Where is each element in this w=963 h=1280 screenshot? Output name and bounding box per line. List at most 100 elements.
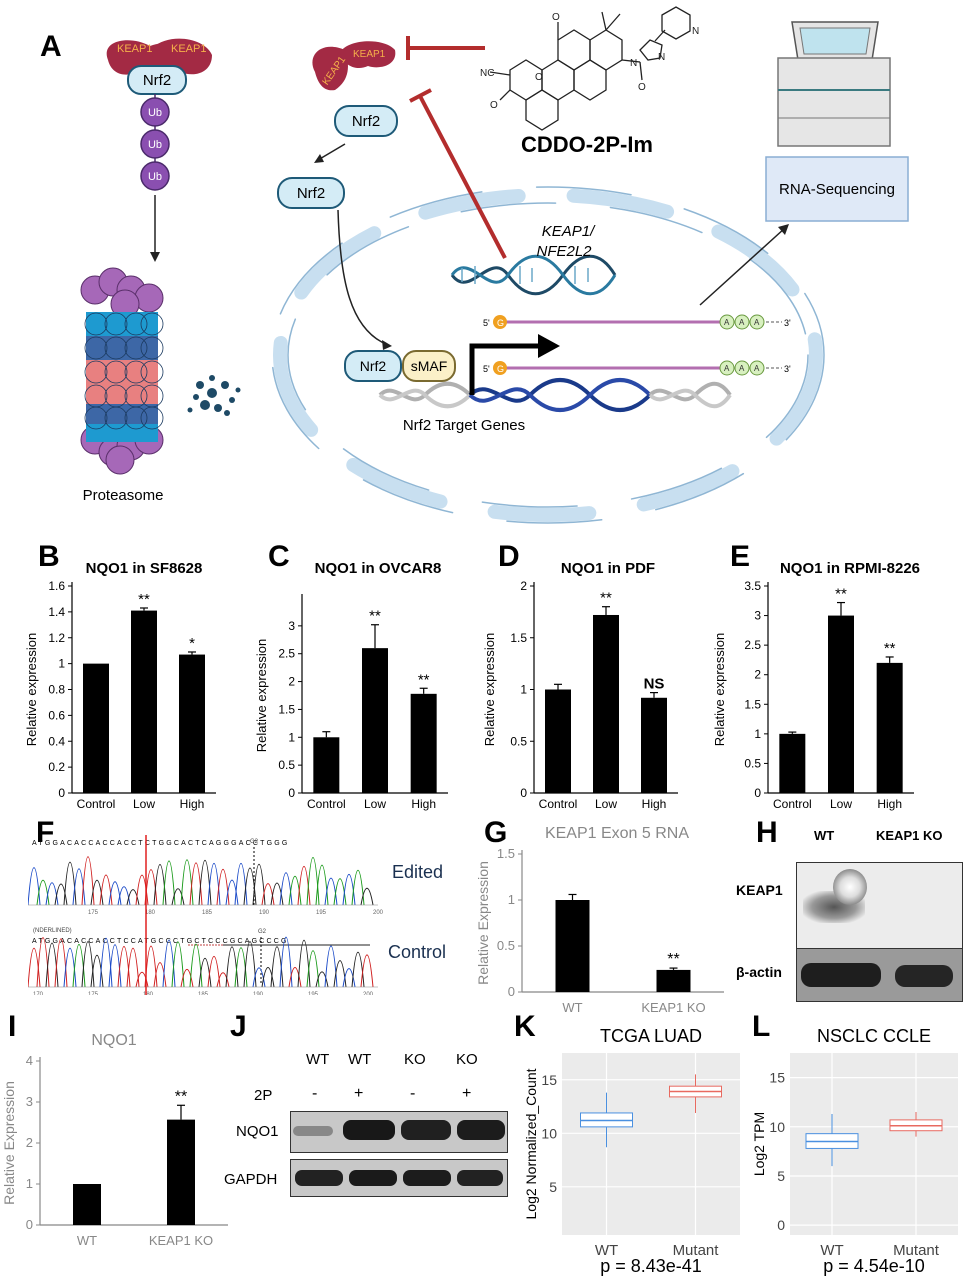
dna-helix-icon xyxy=(450,254,617,296)
trace-peak xyxy=(270,882,284,906)
trace-peak xyxy=(216,868,230,906)
svg-text:G: G xyxy=(497,318,504,328)
y-tick-label: 0.5 xyxy=(744,756,761,770)
category-label: Mutant xyxy=(893,1242,940,1259)
trace-peak xyxy=(306,950,320,988)
svg-text:ATGGACACCACCACCTCTGGCACTCAGGGA: ATGGACACCACCACCTCTGGCACTCAGGGACCTGGG xyxy=(32,840,290,847)
y-tick-label: 0 xyxy=(58,786,65,800)
trace-peak xyxy=(288,875,302,906)
svg-text:Ub: Ub xyxy=(148,139,162,151)
svg-text:Nrf2: Nrf2 xyxy=(297,185,325,202)
significance-label: * xyxy=(189,635,195,652)
svg-text:Nrf2: Nrf2 xyxy=(360,358,387,374)
trace-tick-label: 190 xyxy=(259,910,270,916)
trace-peak xyxy=(351,869,365,906)
trace-peak xyxy=(333,960,347,988)
chart-title: NQO1 in OVCAR8 xyxy=(315,560,442,577)
treatment-sign: - xyxy=(312,1085,318,1102)
blot-nqo1-band xyxy=(290,1111,508,1153)
y-tick-label: 15 xyxy=(769,1070,785,1086)
svg-text:G2: G2 xyxy=(258,929,267,935)
trace-peak xyxy=(270,946,284,988)
trace-peak xyxy=(126,948,140,988)
significance-label: ** xyxy=(138,591,150,608)
trace-tick-label: 200 xyxy=(373,910,384,916)
category-label: KEAP1 KO xyxy=(641,1000,705,1015)
lane-label: WT xyxy=(306,1051,330,1068)
drug-structure-icon xyxy=(489,6,691,131)
trace-peak xyxy=(117,886,131,906)
y-tick-label: 0 xyxy=(26,1217,33,1232)
bar xyxy=(179,654,205,793)
svg-text:A: A xyxy=(739,318,745,327)
y-tick-label: 1.5 xyxy=(497,846,515,861)
significance-label: ** xyxy=(667,951,679,968)
svg-text:O: O xyxy=(552,12,560,23)
svg-text:NFE2L2: NFE2L2 xyxy=(536,243,592,260)
panel-label-f: F xyxy=(36,816,55,849)
bar xyxy=(83,663,109,793)
category-label: Low xyxy=(133,797,155,811)
drug-name: CDDO-2P-Im xyxy=(521,132,653,157)
proteasome-icon xyxy=(80,267,164,475)
significance-label: ** xyxy=(369,608,381,625)
trace-peak xyxy=(342,873,356,906)
category-label: Control xyxy=(539,797,578,811)
category-label: Low xyxy=(364,797,386,811)
svg-text:(NDERLINED): (NDERLINED) xyxy=(33,928,72,934)
lane-label: KO xyxy=(404,1051,426,1068)
sanger-control-label: Control xyxy=(388,942,447,962)
bar xyxy=(779,733,806,793)
chart-title: NQO1 in RPMI-8226 xyxy=(780,560,920,577)
trace-tick-label: 190 xyxy=(253,992,264,995)
trace-peak xyxy=(333,878,347,906)
y-tick-label: 1.6 xyxy=(48,579,65,593)
panel-label-c: C xyxy=(268,540,290,573)
trace-tick-label: 170 xyxy=(33,992,44,995)
category-label: High xyxy=(411,797,436,811)
y-tick-label: 1 xyxy=(520,683,527,697)
chart-title: NQO1 in SF8628 xyxy=(86,560,203,577)
peptide-fragments-icon xyxy=(187,375,241,416)
trace-peak xyxy=(171,941,185,988)
trace-peak xyxy=(153,864,167,906)
y-tick-label: 2 xyxy=(26,1135,33,1150)
category-label: WT xyxy=(595,1242,618,1259)
ubiquitin-chain: Ub Ub Ub xyxy=(140,94,170,191)
y-tick-label: 1.5 xyxy=(744,697,761,711)
trace-peak xyxy=(315,971,329,988)
panel-label-g: G xyxy=(484,816,508,849)
y-tick-label: 10 xyxy=(541,1125,557,1141)
treatment-sign: - xyxy=(410,1085,416,1102)
trace-peak xyxy=(54,883,68,906)
category-label: Low xyxy=(830,797,852,811)
svg-text:G2: G2 xyxy=(250,839,259,845)
trace-peak xyxy=(360,954,374,988)
panel-label-a: A xyxy=(40,30,62,63)
y-tick-label: 5 xyxy=(549,1179,557,1195)
y-tick-label: 4 xyxy=(26,1053,33,1068)
chart-title: TCGA LUAD xyxy=(600,1026,702,1046)
p-value: p = 8.43e-41 xyxy=(600,1256,702,1276)
significance-label: NS xyxy=(644,676,665,693)
trace-peak xyxy=(28,948,41,988)
svg-text:A: A xyxy=(724,364,730,373)
y-tick-label: 2 xyxy=(520,579,527,593)
y-tick-label: 5 xyxy=(777,1168,785,1184)
y-tick-label: 2 xyxy=(754,668,761,682)
bar xyxy=(555,900,590,992)
category-label: KEAP1 KO xyxy=(149,1233,213,1248)
y-axis-label: Relative Expression xyxy=(1,1081,17,1205)
y-tick-label: 0.4 xyxy=(48,734,65,748)
y-tick-label: 3 xyxy=(754,609,761,623)
category-label: Control xyxy=(77,797,116,811)
svg-text:O: O xyxy=(638,82,646,93)
trace-peak xyxy=(90,954,104,988)
svg-text:KEAP1: KEAP1 xyxy=(171,43,206,55)
chart-title: KEAP1 Exon 5 RNA xyxy=(545,825,689,842)
svg-text:A: A xyxy=(739,364,745,373)
